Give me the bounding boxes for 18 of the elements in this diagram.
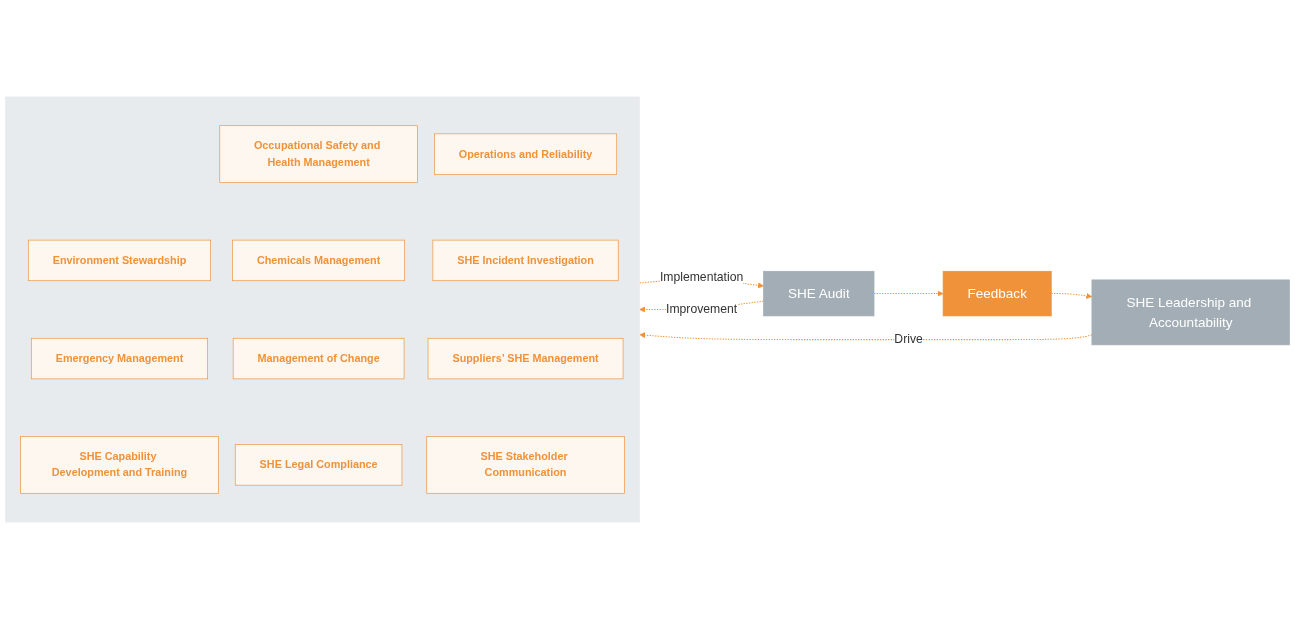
node-box: SHE Incident Investigation	[432, 239, 619, 282]
node-box: SHE Capability Development and Training	[20, 436, 219, 494]
node-box: Feedback	[942, 270, 1052, 317]
edge-label: Implementation	[659, 270, 744, 285]
node-box: Suppliers’ SHE Management	[427, 337, 624, 380]
node-box: Occupational Safety and Health Management	[219, 125, 418, 183]
node-box: Operations and Reliability	[434, 133, 618, 175]
node-box: Management of Change	[232, 337, 405, 380]
cluster	[5, 96, 640, 523]
edge-label: Drive	[894, 332, 923, 347]
node-box: Chemicals Management	[232, 239, 405, 282]
edge-label: Improvement	[666, 302, 738, 316]
node-box: Emergency Management	[30, 337, 208, 380]
node-box: SHE Legal Compliance	[234, 444, 403, 486]
node-box: Environment Stewardship	[27, 239, 211, 282]
node-box: SHE Stakeholder Communication	[426, 436, 625, 494]
node-box: SHE Audit	[763, 270, 875, 317]
node-box: SHE Leadership and Accountability	[1091, 279, 1290, 346]
